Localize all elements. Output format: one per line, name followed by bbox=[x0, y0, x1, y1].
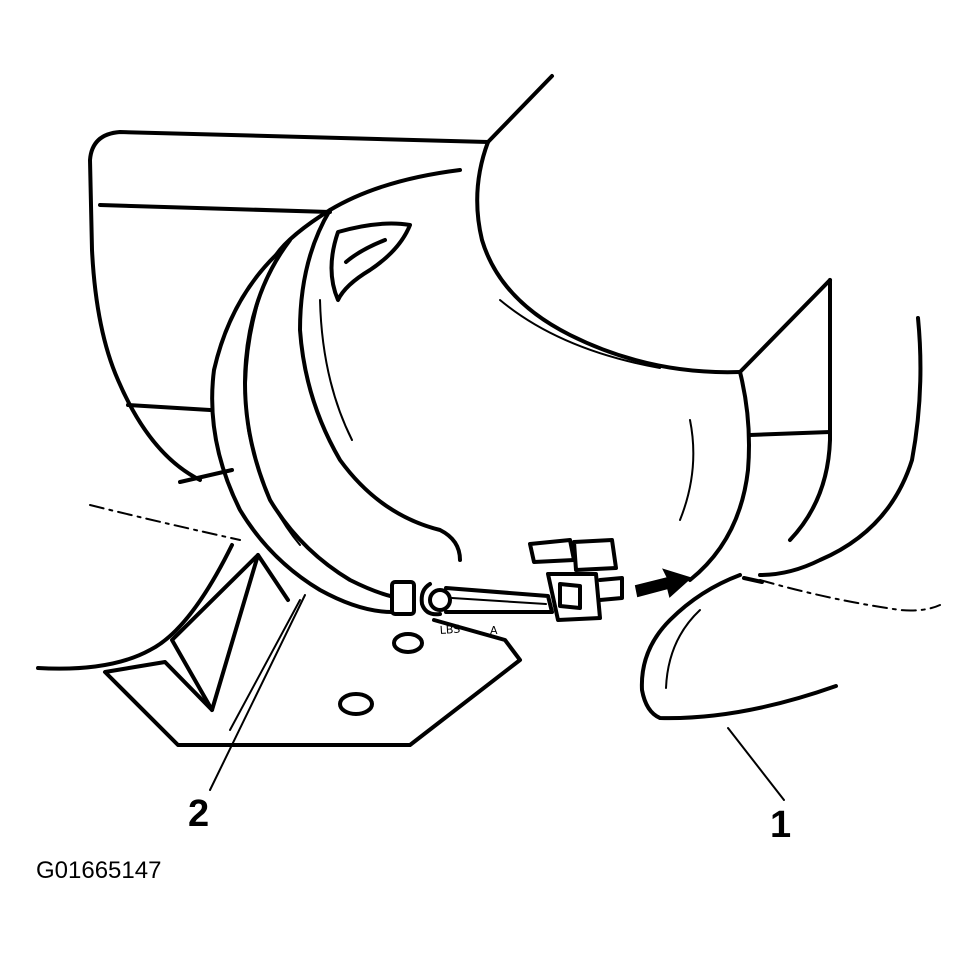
clamp-band bbox=[210, 168, 462, 614]
callout-1-label: 1 bbox=[770, 804, 792, 846]
callout-2-label: 2 bbox=[188, 793, 210, 835]
leader-line-1 bbox=[727, 727, 785, 801]
leader-lines bbox=[209, 594, 785, 801]
clamp-bolt-assembly: LBS A bbox=[390, 538, 624, 637]
heat-shield-panel bbox=[88, 130, 490, 484]
lower-shield-part-1 bbox=[639, 573, 838, 721]
underbody-frame bbox=[89, 278, 941, 612]
leader-line-2 bbox=[209, 594, 306, 791]
svg-text:A: A bbox=[490, 624, 498, 637]
figure-id-label: G01665147 bbox=[36, 857, 162, 884]
direction-arrow bbox=[634, 568, 692, 598]
exhaust-pipe bbox=[475, 74, 832, 582]
mounting-bracket bbox=[36, 543, 522, 747]
